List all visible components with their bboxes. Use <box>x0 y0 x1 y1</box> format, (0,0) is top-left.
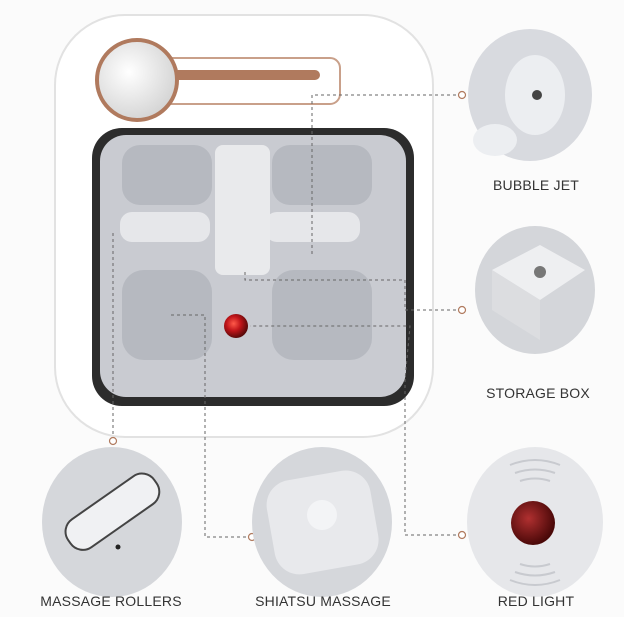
control-knob <box>95 38 179 122</box>
bubble-jet-closeup <box>468 29 592 161</box>
red-light-closeup <box>467 447 603 597</box>
feature-label-bubble-jet: BUBBLE JET <box>492 177 580 193</box>
leader-lines <box>112 94 462 538</box>
feature-label-storage-box: STORAGE BOX <box>486 385 590 401</box>
shiatsu-massage-closeup <box>252 447 392 597</box>
feature-label-massage-rollers: MASSAGE ROLLERS <box>40 593 182 609</box>
feature-label-shiatsu-massage: SHIATSU MASSAGE <box>255 593 391 609</box>
feature-label-red-light: RED LIGHT <box>497 593 575 609</box>
red-light-led <box>224 314 248 338</box>
foot-spa-device <box>54 14 434 438</box>
storage-box-closeup <box>475 226 595 354</box>
massage-rollers-closeup <box>42 447 182 597</box>
leader-dots <box>108 90 467 542</box>
